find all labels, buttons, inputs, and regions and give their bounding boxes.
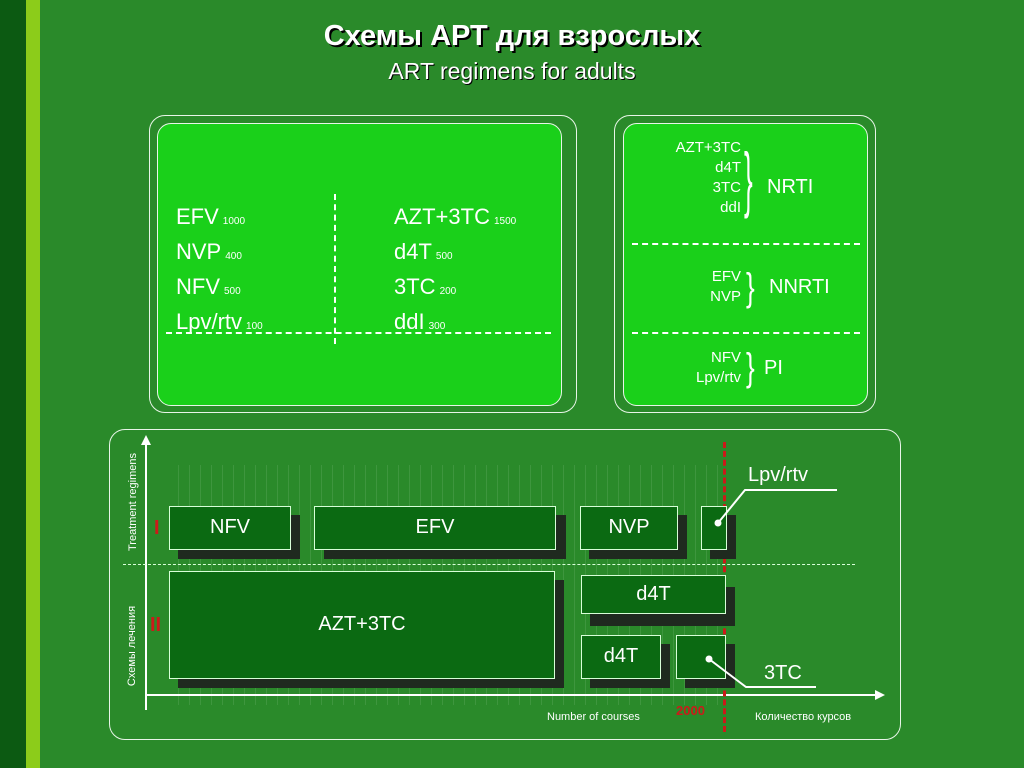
class-drug: NFV <box>711 349 741 366</box>
pi-drug-list: NFV Lpv/rtv <box>634 348 741 388</box>
callout-line-lpv-rtv <box>717 489 837 524</box>
classes-frame <box>614 115 876 413</box>
rows-separator <box>123 564 855 565</box>
callout-dot-3tc <box>705 655 713 663</box>
class-drug: 3TC <box>712 179 741 196</box>
bar-label: EFV <box>415 516 455 538</box>
class-drug: d4T <box>715 159 741 176</box>
drug-name: 3TC <box>394 274 436 299</box>
bar-label: d4T <box>636 583 671 605</box>
drug-name: NFV <box>176 274 220 299</box>
page-title: Схемы АРТ для взрослых <box>323 20 701 52</box>
drug-dose: 400 <box>225 251 242 262</box>
bar-label: NVP <box>608 516 650 538</box>
callout-dot-lpv-rtv <box>714 519 722 527</box>
nrti-label: NRTI <box>767 176 814 198</box>
drug-dose: 300 <box>428 321 446 332</box>
callout-line-3tc <box>708 658 816 688</box>
page-subtitle: ART regimens for adults <box>388 58 636 84</box>
regimen-bar-azt-3tc: AZT+3TC <box>169 571 555 679</box>
drug-name: Lpv/rtv <box>176 309 243 334</box>
drug-dose: 200 <box>439 286 457 297</box>
class-drug: Lpv/rtv <box>695 369 741 386</box>
drug-dose: 500 <box>224 286 241 297</box>
class-drug: ddI <box>720 199 741 216</box>
drug-dose: 1500 <box>493 216 517 227</box>
pi-brace-icon: } <box>746 344 755 390</box>
callout-label-lpv-rtv: Lpv/rtv <box>748 464 809 486</box>
regimen-bar-d4t-short: d4T <box>581 635 661 679</box>
regimen-bar-nfv: NFV <box>169 506 291 550</box>
left-dark-stripe <box>0 0 26 768</box>
regimen-bar-efv: EFV <box>314 506 556 550</box>
classes-panel: AZT+3TC d4T 3TC ddI } NRTI EFV NVP } NNR… <box>623 123 868 406</box>
regimen-bar-lpv-rtv <box>701 506 727 550</box>
drug-name: AZT+3TC <box>394 204 490 229</box>
callout-label-3tc: 3TC <box>764 662 802 684</box>
row-marker-I: I <box>154 517 160 539</box>
nrti-drug-list: AZT+3TC d4T 3TC ddI <box>634 138 741 218</box>
pi-label: PI <box>764 357 783 379</box>
drug-name: d4T <box>394 239 432 264</box>
drug-dose: 100 <box>246 321 263 332</box>
y-axis-arrow-icon <box>141 435 151 445</box>
callout-lines <box>705 489 837 688</box>
classes-divider-2 <box>632 332 860 334</box>
drug-dose: 1000 <box>222 216 246 227</box>
regimen-bar-nvp: NVP <box>580 506 678 550</box>
x-axis-label-en: Number of courses <box>547 711 640 723</box>
nnrti-label: NNRTI <box>769 276 830 298</box>
regimens-chart-frame: Treatment regimens Схемы лечения I II 20… <box>109 429 901 740</box>
nrti-brace-icon: } <box>744 136 753 221</box>
y-axis <box>145 442 147 710</box>
class-drug: AZT+3TC <box>675 139 741 156</box>
bar-label: AZT+3TC <box>318 613 406 635</box>
nnrti-drug-list: EFV NVP <box>634 267 741 307</box>
drug-dose: 500 <box>435 251 453 262</box>
regimen-bar-d4t-long: d4T <box>581 575 726 614</box>
doses-frame <box>149 115 577 413</box>
left-light-stripe <box>26 0 40 768</box>
row-marker-II: II <box>150 614 162 636</box>
x-axis-arrow-icon <box>875 690 885 700</box>
drug-name: NVP <box>176 239 222 264</box>
drug-name: ddI <box>394 309 425 334</box>
class-drug: NVP <box>710 288 741 305</box>
drug-name: EFV <box>176 204 219 229</box>
classes-divider-1 <box>632 243 860 245</box>
regimen-bar-3tc <box>676 635 726 679</box>
year-marker-label: 2000 <box>676 703 705 718</box>
doses-divider-horizontal <box>166 332 551 334</box>
x-axis-label-ru: Количество курсов <box>755 711 852 723</box>
x-axis <box>145 694 875 696</box>
bar-label: d4T <box>603 645 639 667</box>
dose-row: NFV 500 <box>176 272 326 307</box>
doses-divider-vertical <box>334 194 336 344</box>
nnrti-brace-icon: } <box>746 264 755 310</box>
bar-label: NFV <box>210 516 250 538</box>
class-drug: EFV <box>711 268 741 285</box>
